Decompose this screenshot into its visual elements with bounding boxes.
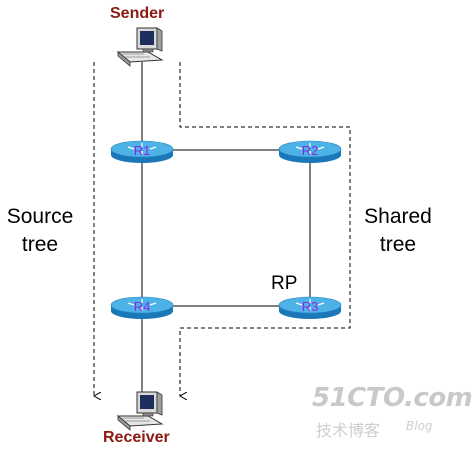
router-r4 [110, 296, 174, 319]
rp-label: RP [271, 273, 298, 294]
router-r1 [110, 140, 174, 163]
router-r3-label: R3 [302, 299, 319, 314]
source-tree-label-line2: tree [21, 233, 59, 256]
watermark-logo: 51CTO.com [312, 383, 472, 413]
router-r3 [278, 296, 342, 319]
router-r1-label: R1 [134, 143, 151, 158]
multicast-tree-diagram: R1 R2 R3 R4 Sender Receiver [0, 5, 472, 446]
sender-label: Sender [110, 5, 165, 22]
watermark-blog: Blog [406, 419, 433, 433]
router-r2 [278, 140, 342, 163]
diagram-canvas: R1 R2 R3 R4 [0, 27, 351, 431]
sender-computer-icon [116, 27, 164, 67]
shared-tree-path [180, 62, 351, 396]
source-tree-label: Source tree [0, 203, 80, 259]
network-links [141, 62, 311, 392]
source-tree-label-line1: Source [6, 205, 74, 228]
shared-tree-label: Shared tree [358, 203, 438, 259]
router-r4-label: R4 [134, 299, 151, 314]
receiver-label: Receiver [103, 429, 170, 446]
router-r2-label: R2 [302, 143, 319, 158]
shared-tree-label-line1: Shared [364, 205, 432, 228]
receiver-computer-icon [116, 391, 164, 431]
shared-tree-label-line2: tree [379, 233, 417, 256]
watermark-subtitle: 技术博客 [316, 421, 381, 440]
